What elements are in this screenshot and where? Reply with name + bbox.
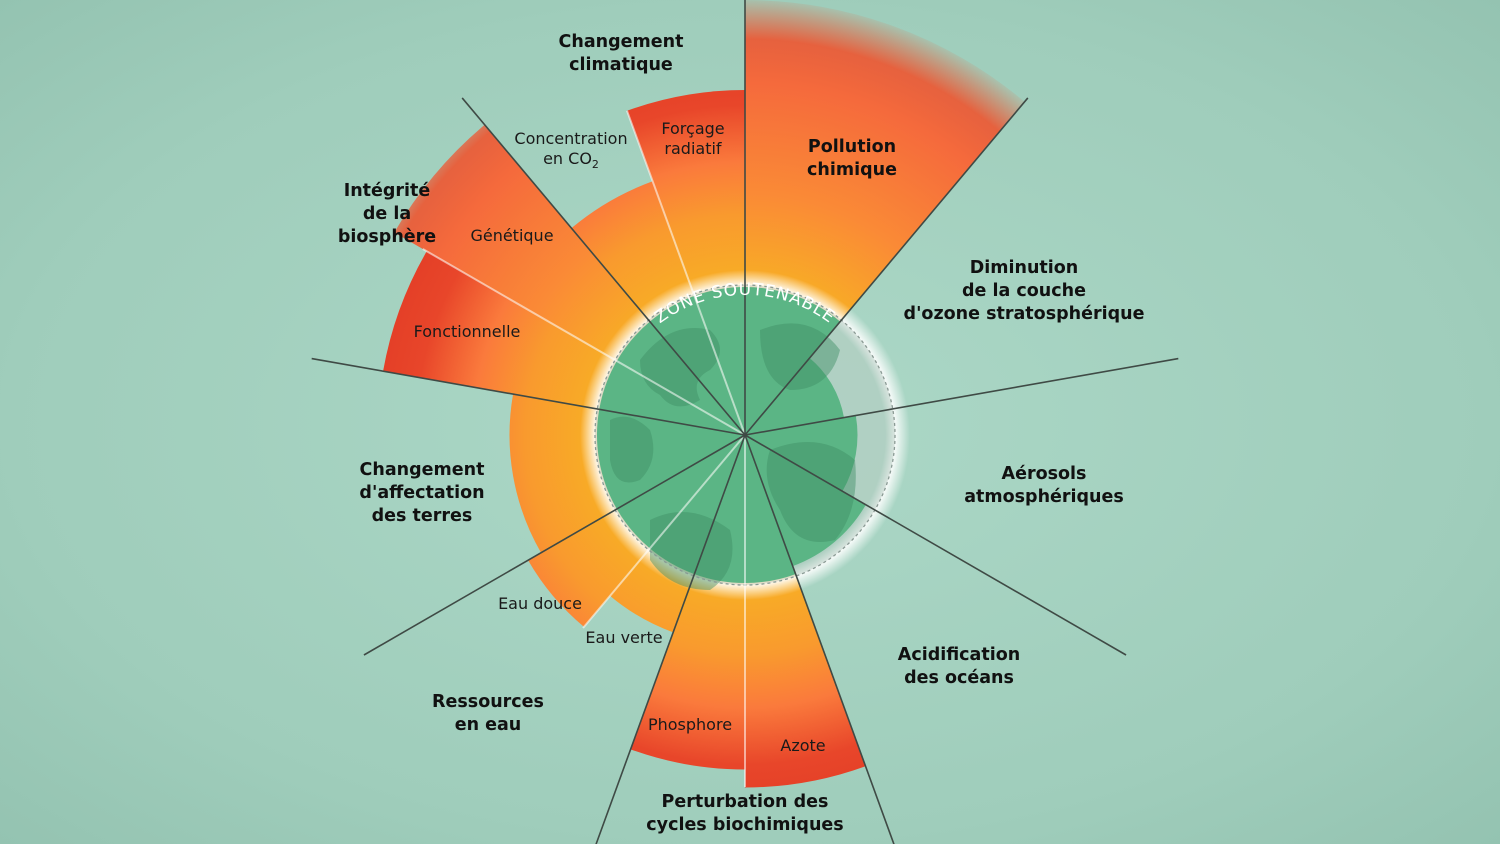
sublabel-co2-text: Concentration en CO <box>514 129 628 168</box>
label-ozone: Diminution de la couche d'ozone stratosp… <box>903 258 1145 324</box>
sub-divider-line <box>626 110 746 436</box>
label-pollution-chimique: Pollution chimique <box>807 137 897 180</box>
sublabel-eau-verte: Eau verte <box>585 628 663 647</box>
safe-sector-pollution <box>745 287 841 435</box>
safe-sector-fonctionnelle <box>599 361 745 435</box>
safe-sector-eau_douce <box>616 435 745 549</box>
safe-sector-terres <box>597 409 745 509</box>
safe-sector-aerosols <box>745 415 858 492</box>
co2-subscript: 2 <box>591 158 599 172</box>
label-changement-climatique: Changement climatique <box>558 32 684 75</box>
continents <box>610 323 856 590</box>
label-acidification: Acidification des océans <box>897 645 1021 688</box>
sublabel-forcage: Forçage radiatif <box>661 119 725 158</box>
label-cycles-biochimiques: Perturbation des cycles biochimiques <box>646 792 844 835</box>
sublabel-azote: Azote <box>780 736 826 755</box>
divider-line <box>595 434 746 844</box>
sector-dividers <box>311 0 1179 844</box>
sub-divider-line <box>582 434 746 629</box>
sub-dividers <box>422 110 746 787</box>
divider-line <box>311 357 746 436</box>
divider-line <box>461 97 746 436</box>
sublabel-co2: Concentration en CO2 <box>514 129 627 175</box>
safe-sector-co2 <box>649 295 745 435</box>
safe-sector-eau_verte <box>649 435 745 575</box>
divider-line <box>363 434 746 656</box>
divider-line <box>744 97 1029 436</box>
safe-zone-sectors <box>597 287 866 583</box>
sublabel-phosphore: Phosphore <box>647 715 733 734</box>
divider-line <box>744 434 895 844</box>
sub-divider-line <box>422 248 746 436</box>
label-affectation-terres: Changement d'affectation des terres <box>359 460 485 526</box>
safe-sector-genetique <box>616 321 745 435</box>
sublabel-fonctionnelle: Fonctionnelle <box>413 322 521 341</box>
safe-sector-ozone <box>745 358 844 435</box>
safe-sector-ocean <box>745 435 866 567</box>
divider-line <box>744 434 1127 656</box>
sublabel-eau-douce: Eau douce <box>498 594 582 613</box>
label-aerosols: Aérosols atmosphériques <box>964 464 1124 507</box>
label-integrite-biosphere: Intégrité de la biosphère <box>337 181 437 247</box>
divider-line <box>744 357 1179 436</box>
label-ressources-eau: Ressources en eau <box>432 692 544 735</box>
sublabel-genetique: Génétique <box>470 226 554 245</box>
